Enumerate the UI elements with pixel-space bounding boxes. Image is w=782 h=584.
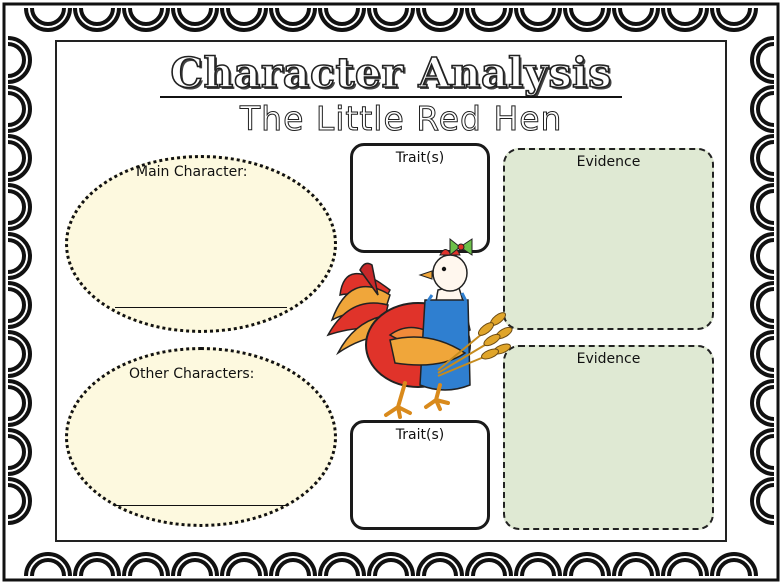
other-characters-line[interactable]: [115, 505, 287, 506]
hen-head: [432, 254, 468, 292]
little-red-hen-illustration: [326, 237, 513, 419]
other-characters-oval[interactable]: [65, 347, 337, 527]
other-characters-label: Other Characters:: [129, 366, 255, 382]
trait-box-top[interactable]: Trait(s): [350, 143, 490, 253]
evidence-label-top: Evidence: [576, 154, 641, 170]
trait-label-top: Trait(s): [395, 150, 445, 166]
trait-box-bottom[interactable]: Trait(s): [350, 420, 490, 530]
main-character-oval[interactable]: [65, 155, 337, 333]
title-underline: [160, 96, 622, 98]
evidence-box-bottom[interactable]: Evidence: [503, 345, 714, 530]
main-character-label: Main Character:: [136, 164, 248, 180]
page-subtitle: The Little Red Hen: [240, 99, 563, 139]
trait-label-bottom: Trait(s): [395, 427, 445, 443]
hen-legs: [384, 381, 450, 419]
bow-icon: [449, 237, 473, 257]
page-title: Character Analysis: [170, 48, 612, 98]
evidence-box-top[interactable]: Evidence: [503, 148, 714, 330]
main-character-line[interactable]: [115, 307, 287, 308]
wheat-icon: [437, 312, 513, 377]
evidence-label-bottom: Evidence: [576, 351, 641, 367]
